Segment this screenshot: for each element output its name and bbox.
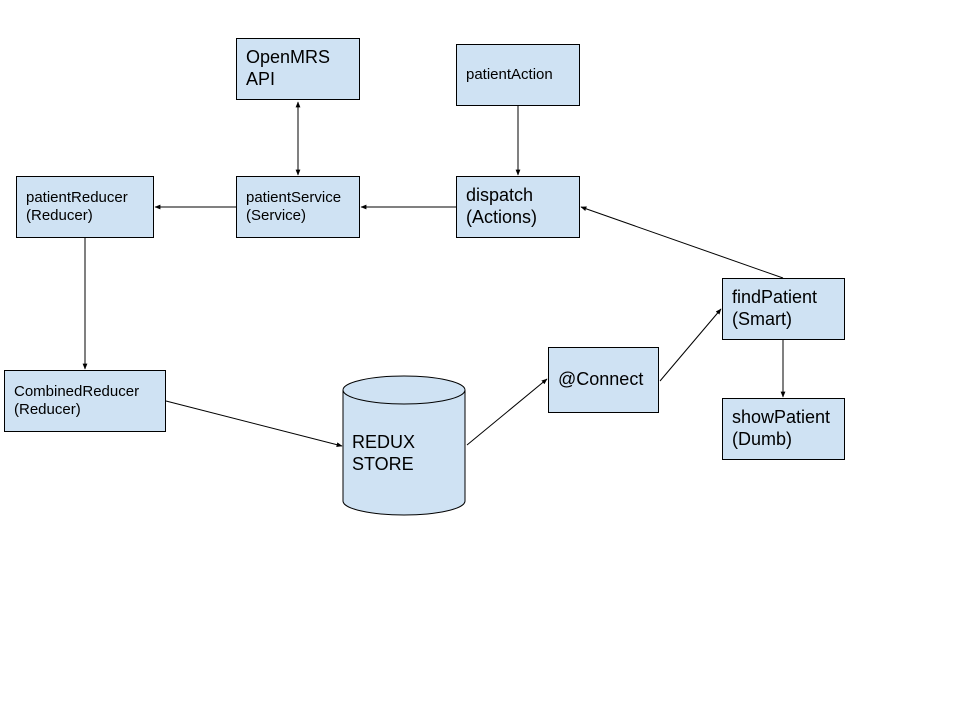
find-patient-line2: (Smart) xyxy=(732,309,792,329)
patient-reducer-line2: (Reducer) xyxy=(26,207,93,224)
dispatch-node: dispatch (Actions) xyxy=(456,176,580,238)
connect-label: @Connect xyxy=(558,369,644,390)
redux-store-line1: REDUX xyxy=(352,432,416,452)
patient-action-node: patientAction xyxy=(456,44,580,106)
patient-service-line2: (Service) xyxy=(246,207,307,224)
dispatch-line2: (Actions) xyxy=(466,207,538,227)
patient-service-line1: patientService xyxy=(246,189,342,206)
combined-reducer-line2: (Reducer) xyxy=(14,401,81,418)
combined-reducer-line1: CombinedReducer xyxy=(14,383,140,400)
edge-store-connect xyxy=(466,378,548,446)
combined-reducer-node: CombinedReducer (Reducer) xyxy=(4,370,166,432)
show-patient-line1: showPatient xyxy=(732,407,831,428)
openmrs-api-node: OpenMRS API xyxy=(236,38,360,100)
openmrs-api-line1: OpenMRS xyxy=(246,47,331,68)
patient-service-node: patientService (Service) xyxy=(236,176,360,238)
dispatch-line1: dispatch xyxy=(466,185,534,206)
patient-reducer-node: patientReducer (Reducer) xyxy=(16,176,154,238)
edge-connect-findpatient xyxy=(659,308,722,382)
redux-store-cylinder xyxy=(342,375,466,516)
connect-node: @Connect xyxy=(548,347,659,413)
show-patient-line2: (Dumb) xyxy=(732,429,793,449)
openmrs-api-line2: API xyxy=(246,69,276,89)
show-patient-node: showPatient (Dumb) xyxy=(722,398,845,460)
find-patient-line1: findPatient xyxy=(732,287,818,308)
patient-action-label: patientAction xyxy=(466,66,553,83)
patient-reducer-line1: patientReducer xyxy=(26,189,128,206)
redux-store-line2: STORE xyxy=(352,453,414,474)
redux-store-label: REDUX STORE xyxy=(352,432,415,476)
edge-findpatient-dispatch xyxy=(580,206,784,279)
edge-combined-store xyxy=(165,400,343,447)
find-patient-node: findPatient (Smart) xyxy=(722,278,845,340)
